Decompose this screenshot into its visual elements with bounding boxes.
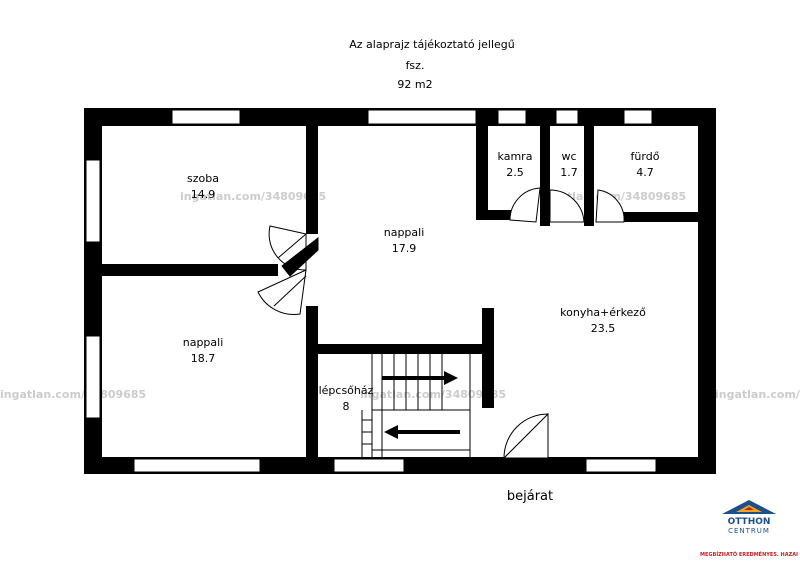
entrance-label: bejárat	[507, 489, 553, 504]
watermark-5: ingatlan.com/34809685	[715, 388, 800, 401]
wall-szoba-nappali-upper	[306, 124, 318, 234]
room-area-furdo: 4.7	[636, 166, 654, 179]
door-nappali2	[257, 269, 307, 315]
door-entrance	[502, 412, 549, 459]
wall-szoba-nappali2	[100, 264, 278, 276]
floor-label: fsz.	[406, 59, 425, 72]
wall-stair-top	[316, 344, 494, 354]
watermark-3: ingatlan.com/34809685	[0, 388, 146, 401]
watermarks: ingatlan.com/34809685 ingatlan.com/34809…	[0, 190, 800, 401]
room-name-nappali1: nappali	[384, 226, 425, 239]
floor-area: 92 m2	[397, 78, 432, 91]
window-top-3	[497, 109, 527, 125]
window-left-1	[85, 159, 101, 243]
room-area-wc: 1.7	[560, 166, 578, 179]
logo-line1: OTTHON	[728, 517, 771, 527]
room-area-nappali2: 18.7	[191, 352, 216, 365]
window-bottom-2	[333, 458, 405, 473]
staircase	[361, 354, 471, 458]
logo-line2: CENTRUM	[728, 527, 770, 535]
stair-arrows	[382, 371, 460, 439]
window-bottom-1	[133, 458, 261, 473]
room-labels: szoba 14.9 nappali 17.9 kamra 2.5 wc 1.7…	[183, 150, 660, 413]
logo-tagline: MEGBÍZHATÓ EREDMÉNYES. HAZAI	[700, 550, 798, 558]
wall-furdo-bottom	[620, 212, 700, 222]
plan-note: Az alaprajz tájékoztató jellegű	[349, 38, 515, 51]
watermark-1: ingatlan.com/34809685	[180, 190, 326, 203]
outer-walls	[84, 108, 716, 474]
wall-stair-right	[482, 308, 494, 408]
wall-right	[698, 108, 716, 474]
room-area-szoba: 14.9	[191, 188, 216, 201]
room-name-nappali2: nappali	[183, 336, 224, 349]
wall-kamra-left	[476, 124, 488, 218]
room-name-szoba: szoba	[187, 172, 219, 185]
wall-nappali-lower	[306, 306, 318, 458]
wall-kamra-bottom	[476, 210, 536, 220]
door-wc	[549, 189, 585, 223]
doors	[257, 187, 625, 459]
room-name-furdo: fürdő	[631, 150, 660, 163]
inner-walls	[100, 124, 700, 458]
window-top-1	[171, 109, 241, 125]
window-bottom-3	[585, 458, 657, 473]
room-name-wc: wc	[561, 150, 576, 163]
room-area-konyha: 23.5	[591, 322, 616, 335]
wall-wc-furdo	[584, 124, 594, 226]
wall-kamra-wc	[540, 124, 550, 226]
window-left-2	[85, 335, 101, 419]
room-area-kamra: 2.5	[506, 166, 524, 179]
room-area-lepcsohaz: 8	[343, 400, 350, 413]
room-name-konyha: konyha+érkező	[560, 306, 646, 319]
windows	[85, 109, 657, 473]
room-area-nappali1: 17.9	[392, 242, 417, 255]
window-top-2	[367, 109, 477, 125]
room-name-kamra: kamra	[498, 150, 533, 163]
otthon-centrum-logo: OTTHON CENTRUM MEGBÍZHATÓ EREDMÉNYES. HA…	[700, 500, 798, 558]
door-furdo	[595, 189, 625, 223]
window-top-4	[555, 109, 579, 125]
window-top-5	[623, 109, 653, 125]
room-name-lepcsohaz: lépcsőház	[319, 384, 374, 397]
